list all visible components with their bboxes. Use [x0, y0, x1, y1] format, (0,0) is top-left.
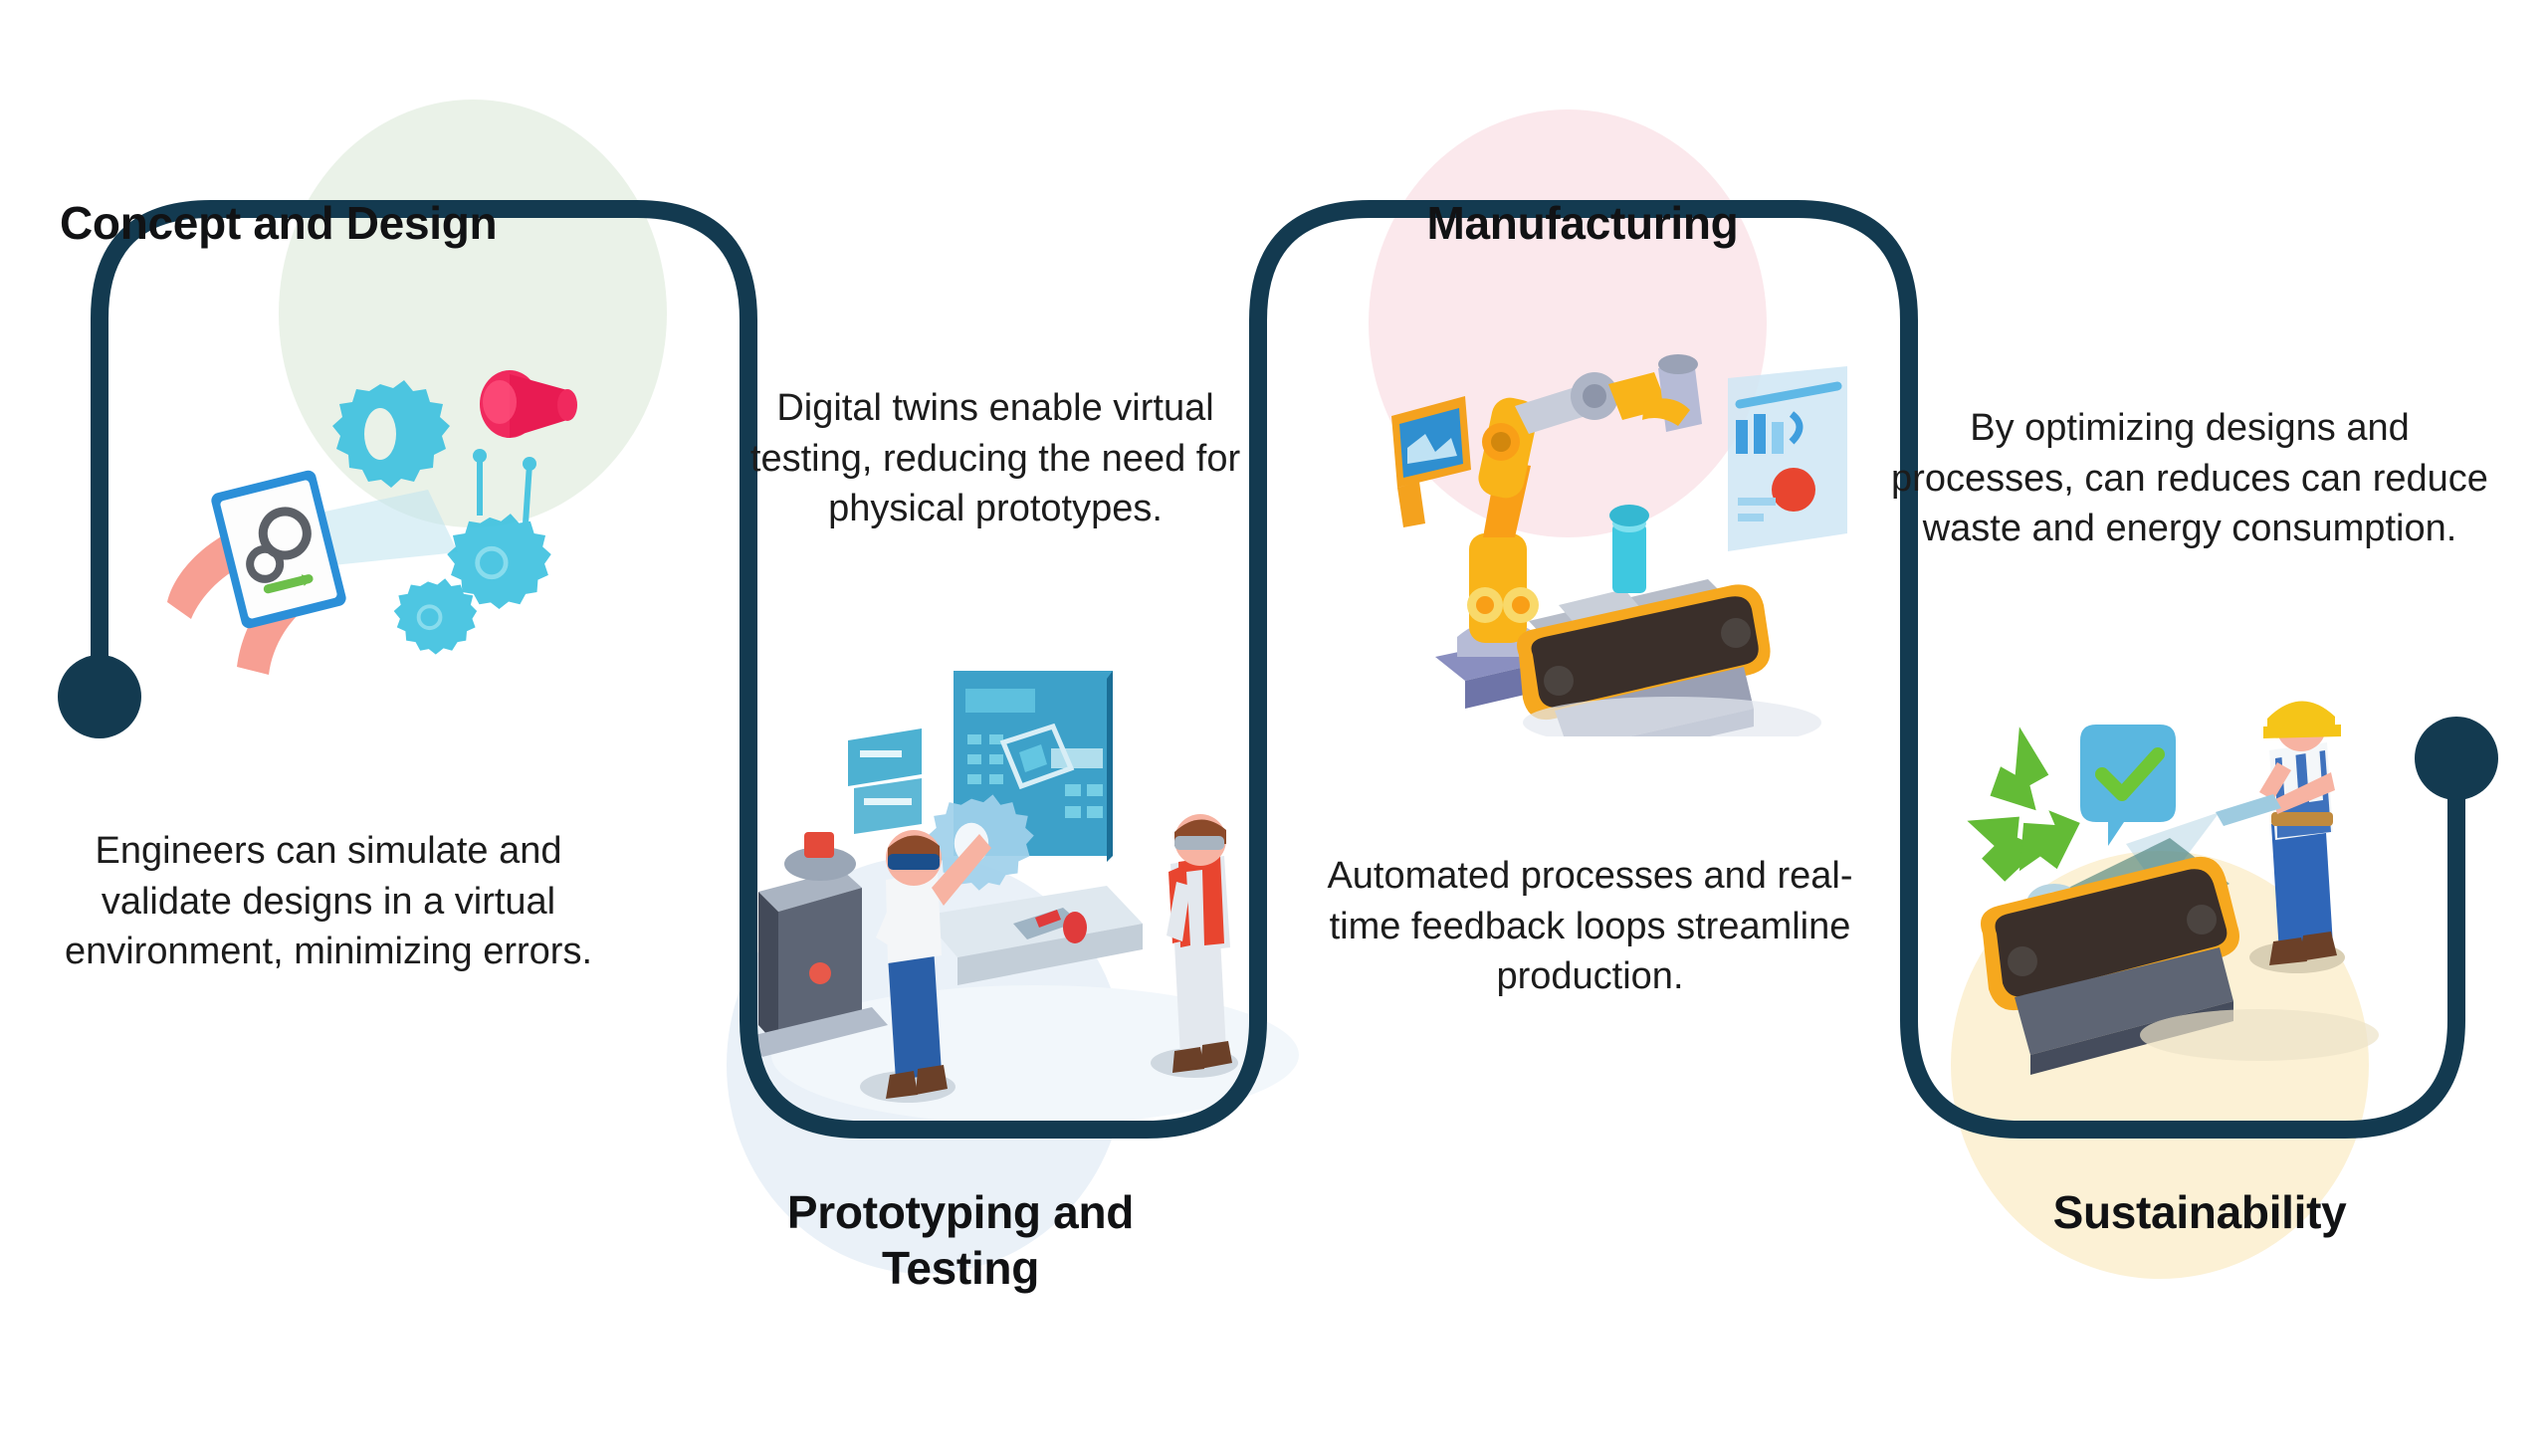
background-blob-concept — [279, 100, 667, 527]
gear-icon — [246, 507, 314, 594]
bolt-part-icon — [1609, 505, 1649, 593]
stage-heading-concept: Concept and Design — [60, 197, 498, 249]
stage-heading-prototyping: Prototyping and Testing — [786, 1186, 1135, 1295]
stage-heading-manufacturing: Manufacturing — [1426, 197, 1739, 249]
illustration-manufacturing — [1391, 354, 1847, 736]
cone-part-icon — [480, 370, 577, 438]
floor-shadow — [2140, 1009, 2379, 1061]
control-screen-icon — [1391, 396, 1471, 527]
floor-shadow — [1523, 697, 1821, 736]
gear-icon — [332, 380, 551, 655]
stage-description-manufacturing: Automated processes and real-time feedba… — [1327, 855, 1853, 998]
illustration-concept-and-design — [167, 370, 577, 675]
illustration-sustainability — [1967, 701, 2379, 1075]
check-badge-icon — [2080, 725, 2176, 846]
tablet-icon — [211, 470, 346, 629]
machine-part-icon — [1013, 908, 1087, 943]
stage-description-sustainability: By optimizing designs and processes, can… — [1891, 407, 2488, 550]
engineer-vr-icon — [860, 830, 991, 1103]
stage-heading-sustainability: Sustainability — [2052, 1186, 2347, 1238]
engineer-observer-icon — [1151, 814, 1238, 1078]
stage-description-prototyping: Digital twins enable virtual testing, re… — [749, 387, 1241, 530]
worker-icon — [2216, 701, 2345, 973]
stage-description-concept: Engineers can simulate and validate desi… — [64, 830, 593, 973]
path-end-dot — [2415, 717, 2498, 800]
conveyor-belt-icon — [1981, 838, 2239, 1075]
illustration-prototyping-and-testing — [746, 671, 1299, 1125]
projection-beam — [297, 490, 458, 567]
holographic-panel-icon — [848, 728, 922, 834]
path-start-dot — [58, 655, 141, 738]
pedestal-icon — [746, 832, 888, 1057]
recycle-icon — [1967, 727, 2080, 882]
dashboard-panel-icon — [1728, 366, 1847, 551]
